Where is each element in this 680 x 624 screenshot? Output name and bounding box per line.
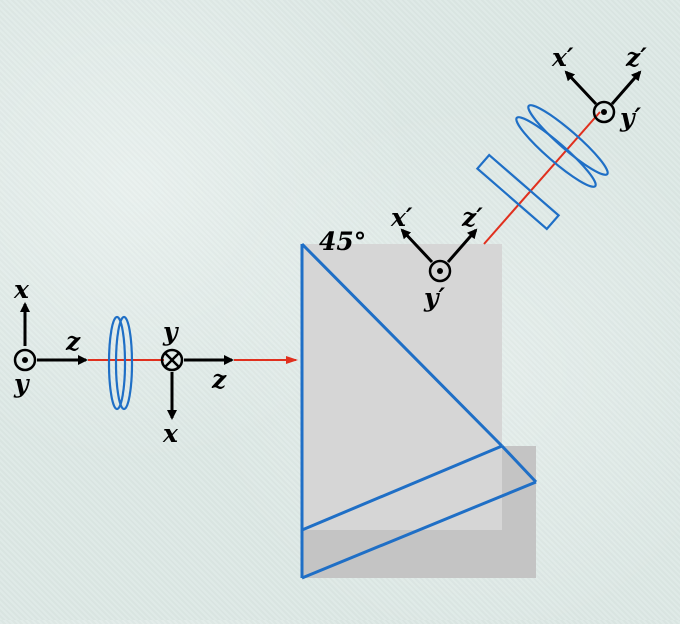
- lens-a-icon: [515, 116, 597, 188]
- frame-middle-x-label: x: [162, 419, 179, 448]
- frame-far-x-label: x′: [551, 43, 574, 72]
- frame-prism-out-z-label: z′: [461, 203, 483, 232]
- frame-prism-out-x-label: x′: [390, 203, 413, 232]
- frame-far-y-label: y′: [619, 103, 642, 132]
- waveplate-icon: [475, 153, 561, 231]
- cross-circle-icon: [160, 348, 184, 372]
- frame-prism-out: [400, 228, 478, 283]
- outgoing-optics: [475, 104, 609, 231]
- dot-circle-icon: [592, 100, 616, 124]
- prism-outline: [300, 242, 538, 580]
- frame-far: [564, 70, 642, 124]
- lens-b-icon: [527, 104, 609, 176]
- frame-left: [13, 302, 88, 372]
- frame-prism-out-y-label: y′: [423, 283, 446, 312]
- frame-left-y-label: y: [13, 369, 30, 398]
- frame-middle: [160, 348, 234, 420]
- frame-left-z-label: z: [65, 327, 81, 356]
- frame-middle-z-label: z: [211, 365, 227, 394]
- frame-middle-y-label: y: [162, 317, 179, 346]
- prism-front-face: [302, 244, 502, 530]
- frame-left-x-label: x: [13, 275, 30, 304]
- cylindrical-lens-icon: [107, 315, 134, 411]
- angle-label: 45°: [319, 227, 366, 256]
- dot-circle-icon: [13, 348, 37, 372]
- dot-circle-icon: [428, 259, 452, 283]
- frame-far-z-label: z′: [625, 43, 647, 72]
